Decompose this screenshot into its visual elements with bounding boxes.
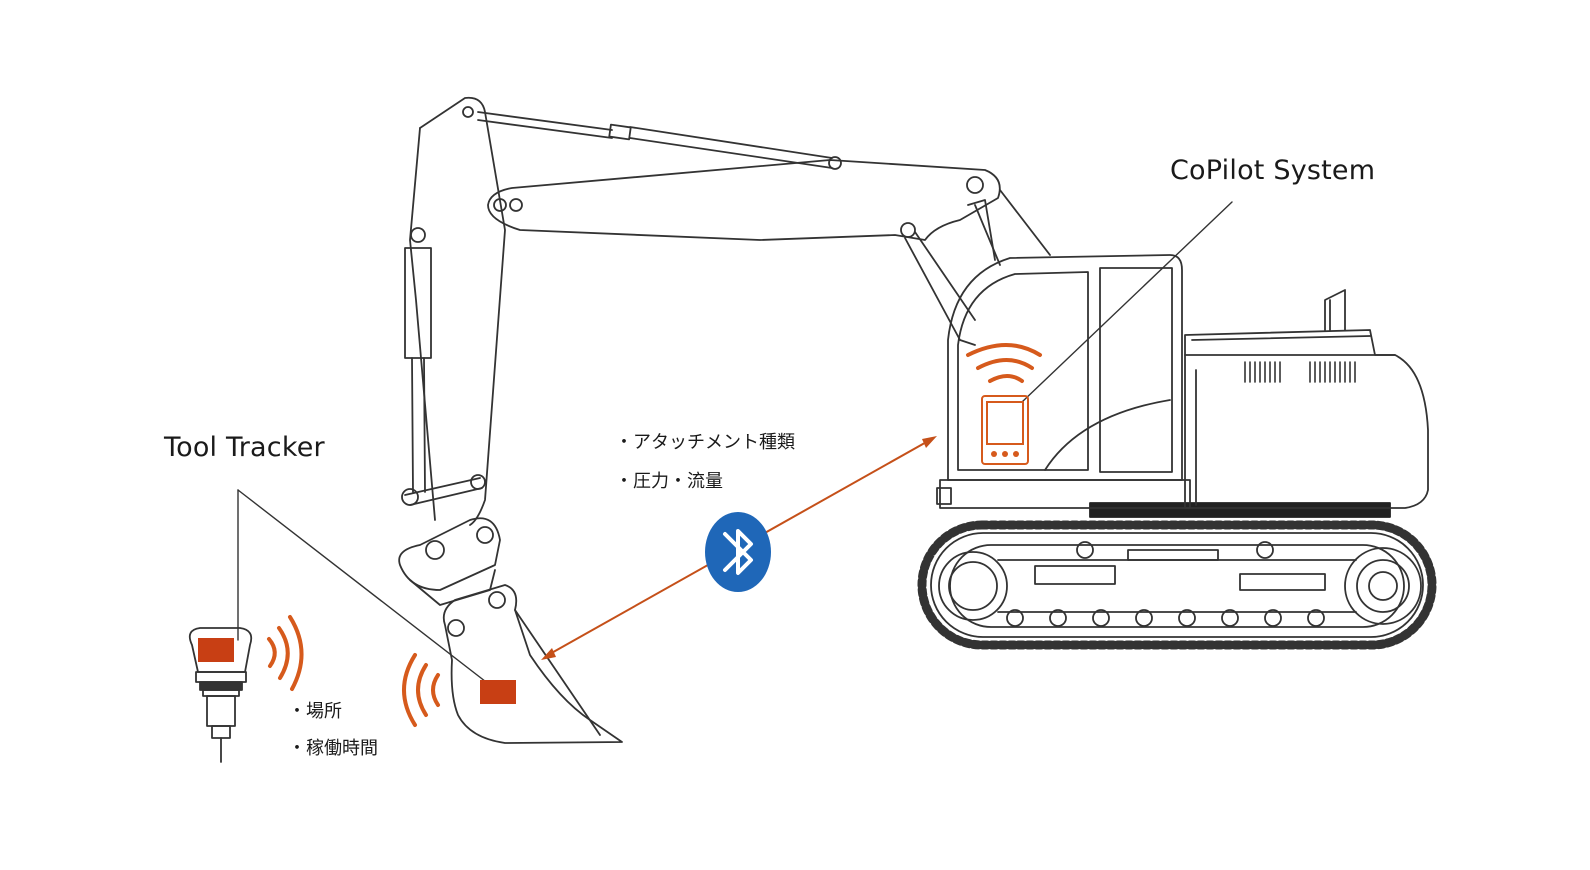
- wifi-signal-icon: [966, 343, 1042, 383]
- bucket-cylinder: [401, 247, 486, 506]
- arm-cylinder: [477, 111, 833, 169]
- tool-tracker-callout-line-2: [237, 489, 491, 686]
- boom: [487, 156, 1051, 346]
- quick-coupler: [398, 517, 501, 606]
- bucket: [442, 584, 623, 744]
- hydraulic-breaker: [188, 627, 253, 763]
- signal-waves-icon: [267, 615, 304, 691]
- tool-tracker-data-item: ・場所: [288, 701, 342, 722]
- crawler-track: [917, 502, 1437, 650]
- bluetooth-data-item: ・圧力・流量: [615, 471, 723, 492]
- tool-tracker-label: Tool Tracker: [164, 432, 325, 463]
- copilot-system-label: CoPilot System: [1170, 155, 1376, 186]
- signal-waves-icon-bucket: [402, 653, 440, 727]
- copilot-callout-line: [1021, 201, 1233, 403]
- bluetooth-icon: [705, 512, 771, 592]
- copilot-display: [981, 395, 1029, 465]
- engine-housing: [936, 289, 1429, 509]
- breaker-tracker-module: [198, 638, 234, 662]
- bucket-tracker-module: [480, 680, 516, 704]
- tool-tracker-data-item: ・稼働時間: [288, 738, 378, 759]
- arm: [409, 96, 506, 526]
- bluetooth-data-item: ・アタッチメント種類: [615, 432, 795, 453]
- cab: [947, 254, 1183, 481]
